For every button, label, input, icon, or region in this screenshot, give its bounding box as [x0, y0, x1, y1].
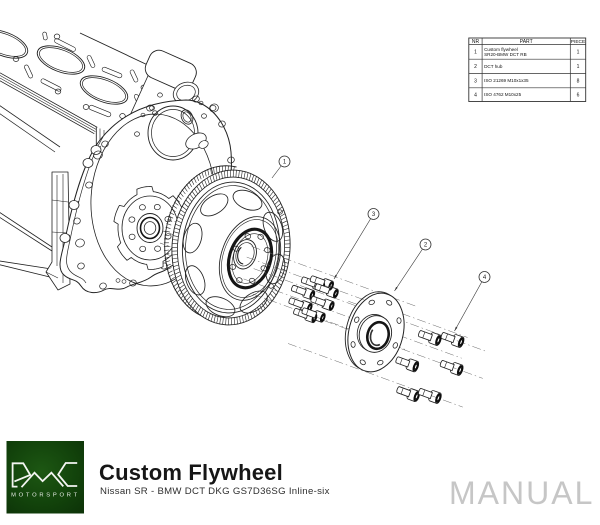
svg-text:ISO 21269 M10x1x35: ISO 21269 M10x1x35	[484, 78, 529, 83]
svg-text:3: 3	[474, 79, 477, 85]
svg-text:DCT hub: DCT hub	[484, 64, 503, 69]
svg-text:6: 6	[577, 93, 580, 99]
svg-text:1: 1	[283, 160, 287, 166]
svg-text:2: 2	[424, 243, 428, 249]
svg-text:NR: NR	[472, 39, 480, 45]
svg-text:Custom flywheel: Custom flywheel	[484, 47, 518, 52]
svg-text:PIECE: PIECE	[571, 39, 585, 45]
svg-text:1: 1	[577, 64, 580, 70]
svg-text:1: 1	[577, 50, 580, 56]
svg-text:SR20-BMW DCT RB: SR20-BMW DCT RB	[484, 52, 527, 57]
svg-text:4: 4	[483, 275, 487, 281]
svg-text:1: 1	[474, 50, 477, 56]
svg-text:MOTORSPORT: MOTORSPORT	[11, 493, 80, 499]
svg-text:3: 3	[372, 212, 376, 218]
svg-text:8: 8	[577, 79, 580, 85]
svg-text:PART: PART	[520, 39, 533, 45]
svg-text:4: 4	[474, 93, 477, 99]
svg-text:ISO 4762 M10x25: ISO 4762 M10x25	[484, 92, 521, 97]
svg-text:2: 2	[474, 64, 477, 70]
